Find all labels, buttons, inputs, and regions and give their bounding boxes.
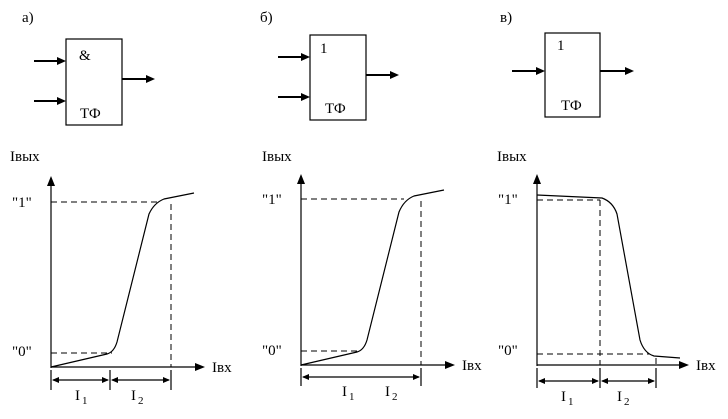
panel-c-y-axis-arrow-icon — [533, 174, 541, 184]
panel-b-interval-left-arrow-icon — [302, 374, 309, 380]
panel-b-gate-box — [309, 34, 367, 121]
panel-b-input-1-arrow-icon — [301, 53, 310, 61]
panel-a-input-1-arrow-icon — [57, 57, 66, 65]
panel-b-level-1: "1" — [262, 192, 282, 208]
panel-a-gate-text: ТФ — [80, 106, 101, 122]
panel-a-output-arrow-icon — [146, 75, 155, 83]
panel-a-interval-2-right-arrow-icon — [163, 377, 170, 383]
panel-b-gate-text: ТФ — [325, 101, 346, 117]
panel-a-gate-box — [65, 38, 123, 126]
panel-a-input-2-arrow-icon — [57, 97, 66, 105]
panel-c-interval-1-left-arrow-icon — [538, 378, 545, 384]
panel-a-level-0: "0" — [12, 344, 32, 360]
panel-c-transfer-curve — [536, 194, 681, 359]
panel-a-interval-1-left-arrow-icon — [52, 377, 59, 383]
panel-c-gate-symbol: 1 — [557, 38, 565, 54]
panel-c-input-arrow-icon — [536, 67, 545, 75]
panel-c-gate-box — [544, 32, 601, 118]
panel-a-x-axis-label: Iвх — [212, 360, 232, 376]
panel-c-y-axis-label: Iвых — [497, 149, 527, 165]
panel-a-interval-2-left-arrow-icon — [111, 377, 118, 383]
panel-a-label: а) — [22, 10, 34, 26]
panel-b-gate-symbol: 1 — [320, 41, 328, 57]
panel-b-x-axis-label: Iвх — [462, 358, 482, 374]
panel-a-transfer-curve — [50, 192, 195, 368]
panel-b-x-axis-arrow-icon — [445, 361, 455, 369]
panel-c-output-arrow-icon — [625, 67, 634, 75]
panel-c-level-0: "0" — [498, 343, 518, 359]
panel-c-gate-text: ТФ — [561, 98, 582, 114]
panel-c-interval-2-right-arrow-icon — [648, 378, 655, 384]
panel-a-x-axis-arrow-icon — [195, 363, 205, 371]
panel-b-level-0: "0" — [262, 343, 282, 359]
panel-a-y-axis-arrow-icon — [47, 176, 55, 186]
panel-a: а) & ТФ Iвых Iвх "1" "0" — [10, 10, 232, 407]
panel-b-input-2-arrow-icon — [301, 93, 310, 101]
panel-a-y-axis-label: Iвых — [10, 149, 40, 165]
panel-b-interval-right-arrow-icon — [413, 374, 420, 380]
panel-c-x-axis-label: Iвх — [696, 358, 716, 374]
panel-c-interval-1-right-arrow-icon — [592, 378, 599, 384]
panel-c-label: в) — [500, 10, 512, 26]
panel-a-interval-1-right-arrow-icon — [102, 377, 109, 383]
panel-b-output-arrow-icon — [390, 71, 399, 79]
panel-b-transfer-curve — [300, 189, 445, 366]
panel-a-gate-symbol: & — [79, 48, 91, 64]
panel-b-y-axis-label: Iвых — [262, 149, 292, 165]
panel-b-label: б) — [260, 10, 273, 26]
panel-a-level-1: "1" — [12, 195, 32, 211]
panel-c-level-1: "1" — [498, 192, 518, 208]
panel-c-x-axis-arrow-icon — [679, 361, 689, 369]
panel-c-interval-2-left-arrow-icon — [601, 378, 608, 384]
panel-b-y-axis-arrow-icon — [297, 174, 305, 184]
